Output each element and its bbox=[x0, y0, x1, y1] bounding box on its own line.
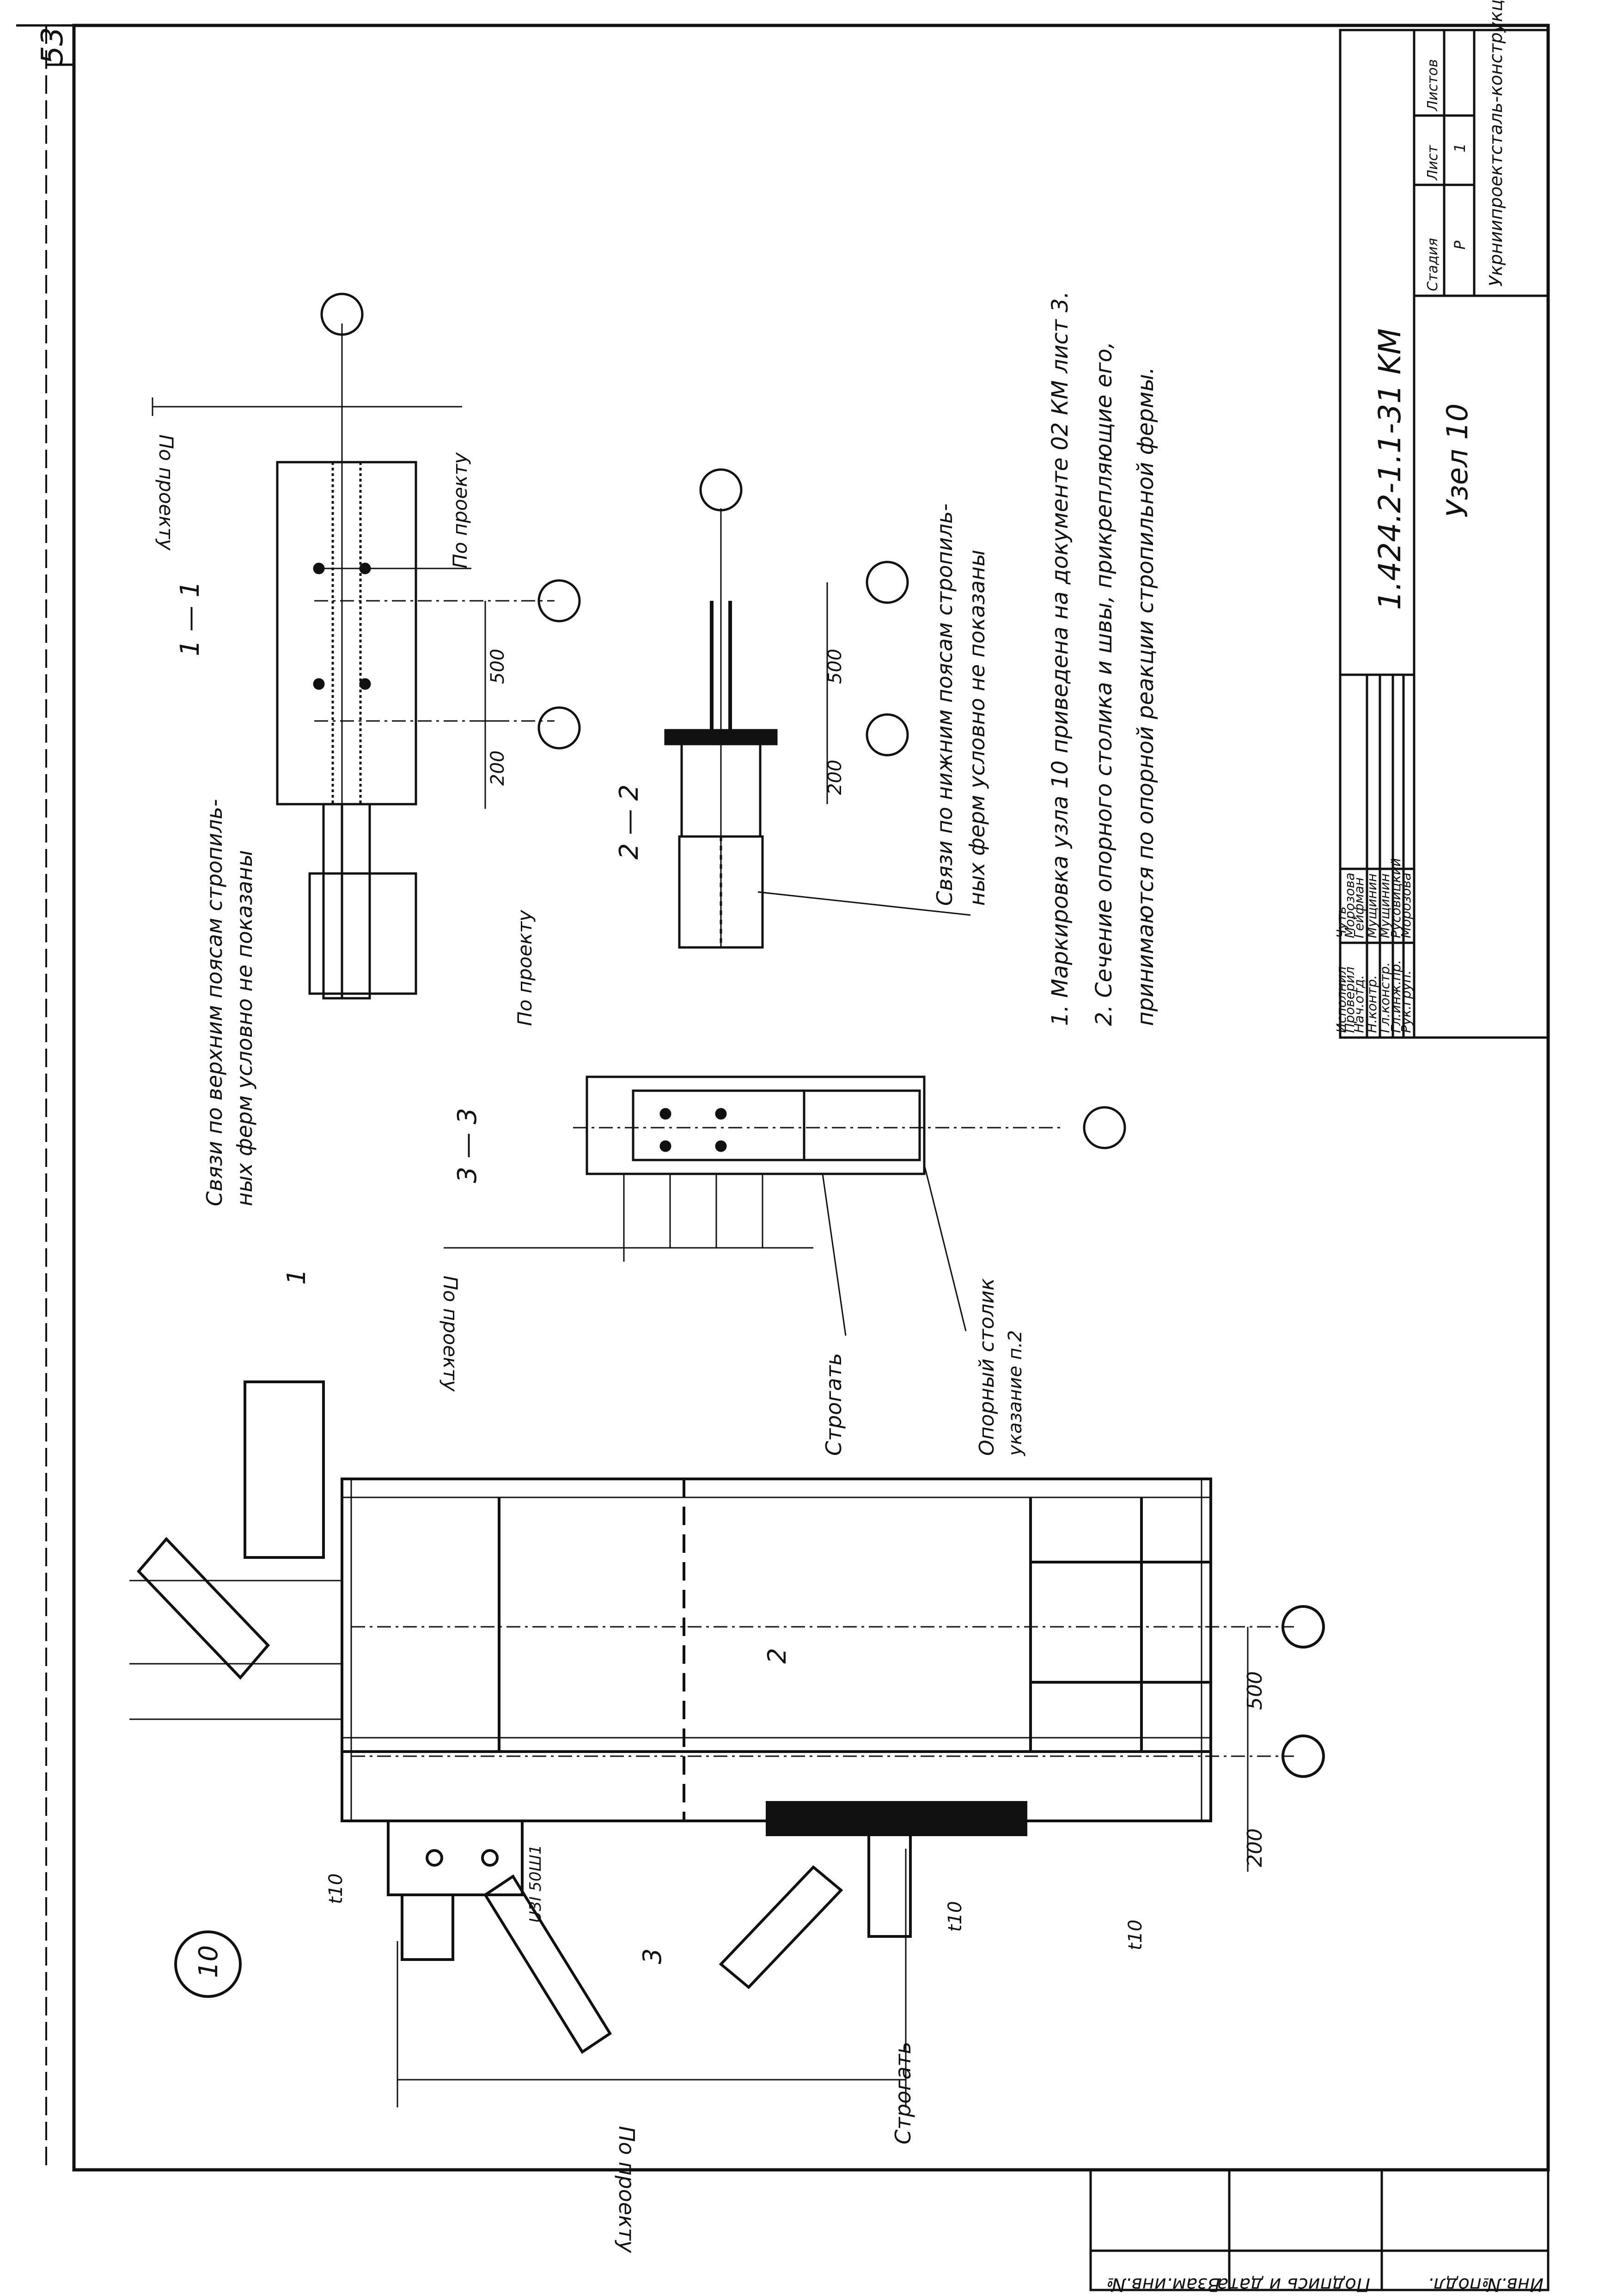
section-2-2-dim-200: 200 bbox=[824, 760, 846, 795]
plate-t10-mid: t10 bbox=[945, 1901, 966, 1932]
note-1: 1. Маркировка узла 10 приведена на докум… bbox=[1047, 291, 1073, 1026]
note-2: 2. Сечение опорного столика и швы, прикр… bbox=[1091, 342, 1117, 1026]
role-label: Нач.отд. bbox=[1351, 975, 1367, 1033]
role-name: Русовицкий bbox=[1388, 858, 1403, 938]
role-name: Мущинин bbox=[1377, 873, 1392, 938]
sheet-frame bbox=[16, 24, 1550, 2172]
main-elevation bbox=[129, 1380, 1325, 2107]
role-label: Проверил bbox=[1342, 966, 1357, 1033]
title-sheet-value: 1 bbox=[1451, 143, 1469, 153]
plate-t10-right: t10 bbox=[1125, 1919, 1146, 1950]
elevation-per-project: По проекту bbox=[614, 2126, 639, 2253]
bracing-bottom-line-2: ных ферм условно не показаны bbox=[964, 550, 989, 906]
role-name: Гейфман bbox=[1351, 877, 1367, 938]
section-3-3-title: 3 — 3 bbox=[452, 1108, 482, 1183]
section-1-cut-marker: 1 bbox=[282, 1269, 311, 1285]
role-label: Рук.груп. bbox=[1398, 970, 1414, 1033]
role-label: Исполнил bbox=[1334, 966, 1349, 1033]
section-3-3-per-project-top: По проекту bbox=[513, 910, 536, 1026]
section-3-3-per-project-bottom: По проекту bbox=[439, 1276, 462, 1392]
section-1-1-per-project-side: По проекту bbox=[449, 452, 471, 568]
section-2-2-dim-500: 500 bbox=[824, 649, 846, 684]
node-label: 10 bbox=[194, 1945, 224, 1978]
binding-cell-replace-inv: Взам.инв.№ bbox=[1106, 2274, 1220, 2294]
section-1-1 bbox=[152, 293, 581, 1000]
plane-label-upper: Строгать bbox=[821, 1353, 846, 1456]
title-block bbox=[1339, 29, 1550, 1039]
title-sheet-header: Лист bbox=[1425, 144, 1441, 181]
role-name: Морозова bbox=[1398, 873, 1414, 938]
note-3: принимаются по опорной реакции стропильн… bbox=[1133, 367, 1159, 1026]
section-2-2-title: 2 — 2 bbox=[614, 784, 644, 860]
title-stage-value: Р bbox=[1451, 240, 1469, 250]
title-doc-code: 1.424.2-1.1-31 KM bbox=[1372, 328, 1408, 610]
role-label: Гл.инж.пр. bbox=[1388, 960, 1403, 1033]
role-name: Мущинин bbox=[1364, 873, 1379, 938]
plane-label-lower: Строгать bbox=[891, 2041, 915, 2144]
bracing-bottom-line-1: Связи по нижним поясам стропиль- bbox=[932, 503, 957, 906]
binding-strip bbox=[1089, 2168, 1550, 2291]
role-name: Морозова bbox=[1342, 873, 1357, 938]
notes: 1. Маркировка узла 10 приведена на докум… bbox=[1047, 291, 1159, 1026]
section-3-3 bbox=[444, 1075, 1126, 1336]
binding-cell-inv-orig: Инв.№подл. bbox=[1428, 2274, 1544, 2294]
section-2-cut-marker: 2 bbox=[763, 1648, 792, 1664]
section-1-1-per-project-top: По проекту bbox=[155, 434, 177, 551]
bracing-top-line-1: Связи по верхним поясам стропиль- bbox=[202, 799, 227, 1206]
section-3-cut-marker: 3 bbox=[638, 1948, 667, 1964]
bolt-label: U3I 50Ш1 bbox=[526, 1844, 545, 1923]
title-sheets-header: Листов bbox=[1425, 59, 1441, 111]
roles-table: Нач.отд. Гейфман Н.контр. Мущинин Гл.кон… bbox=[1334, 858, 1414, 1033]
title-sheet-title: Узел 10 bbox=[1440, 403, 1474, 518]
support-table-note: указание п.2 bbox=[1005, 1330, 1026, 1456]
plate-t10-left: t10 bbox=[325, 1873, 347, 1904]
role-label: Н.контр. bbox=[1364, 975, 1379, 1033]
role-name: Чуть bbox=[1334, 906, 1349, 938]
elevation-dim-500: 500 bbox=[1243, 1671, 1267, 1710]
binding-cell-sign-date: Подпись и дата bbox=[1217, 2274, 1370, 2294]
section-1-1-dim-500: 500 bbox=[487, 649, 508, 684]
section-2-2 bbox=[664, 468, 971, 949]
bracing-top-line-2: ных ферм условно не показаны bbox=[232, 850, 257, 1206]
title-stage-header: Стадия bbox=[1425, 238, 1441, 291]
section-1-1-dim-200: 200 bbox=[487, 751, 508, 786]
title-organization: Укрниипроектсталь-конструкция bbox=[1486, 0, 1506, 287]
section-1-1-title: 1 — 1 bbox=[175, 581, 205, 656]
elevation-dim-200: 200 bbox=[1243, 1828, 1267, 1867]
page-number: 53 bbox=[36, 27, 70, 65]
role-label: Гл.констр. bbox=[1377, 962, 1392, 1033]
support-table-label: Опорный столик bbox=[975, 1278, 999, 1456]
